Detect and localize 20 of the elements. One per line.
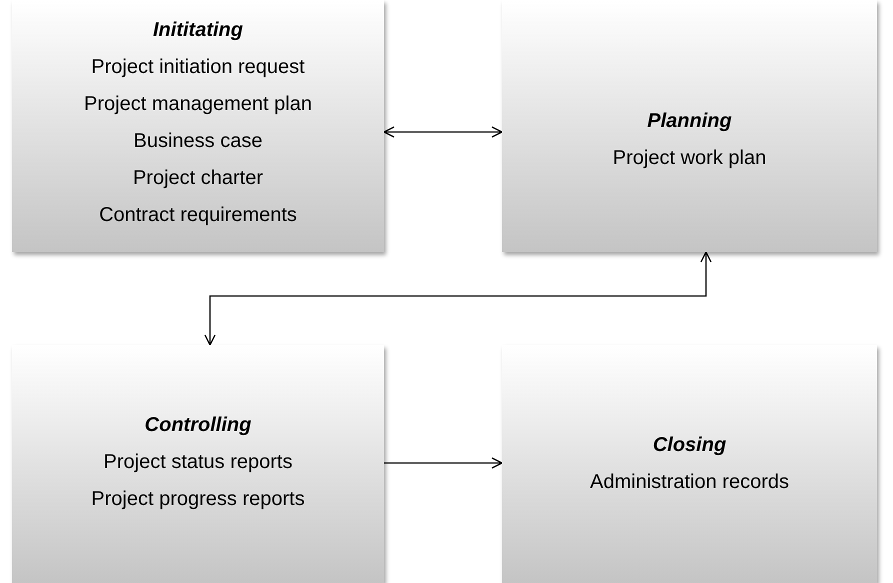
arrow bbox=[384, 457, 503, 469]
box-heading: Controlling bbox=[144, 413, 252, 438]
box-item: Business case bbox=[134, 129, 262, 154]
box-item: Project management plan bbox=[84, 92, 312, 117]
box-item: Project progress reports bbox=[91, 487, 305, 512]
box-heading: Closing bbox=[652, 433, 726, 458]
box-item: Project initiation request bbox=[91, 55, 305, 80]
process-box bbox=[12, 345, 384, 583]
box-heading: Inititating bbox=[153, 18, 243, 43]
box-item: Contract requirements bbox=[99, 203, 297, 228]
process-box bbox=[502, 345, 877, 583]
process-box bbox=[12, 0, 384, 252]
box-heading: Planning bbox=[647, 109, 732, 134]
box-item: Project charter bbox=[132, 166, 264, 191]
arrow bbox=[383, 126, 503, 138]
arrow bbox=[204, 251, 712, 346]
box-item: Project work plan bbox=[612, 146, 766, 171]
box-item: Administration records bbox=[590, 470, 789, 495]
process-box bbox=[502, 0, 877, 252]
box-item: Project status reports bbox=[104, 450, 292, 475]
